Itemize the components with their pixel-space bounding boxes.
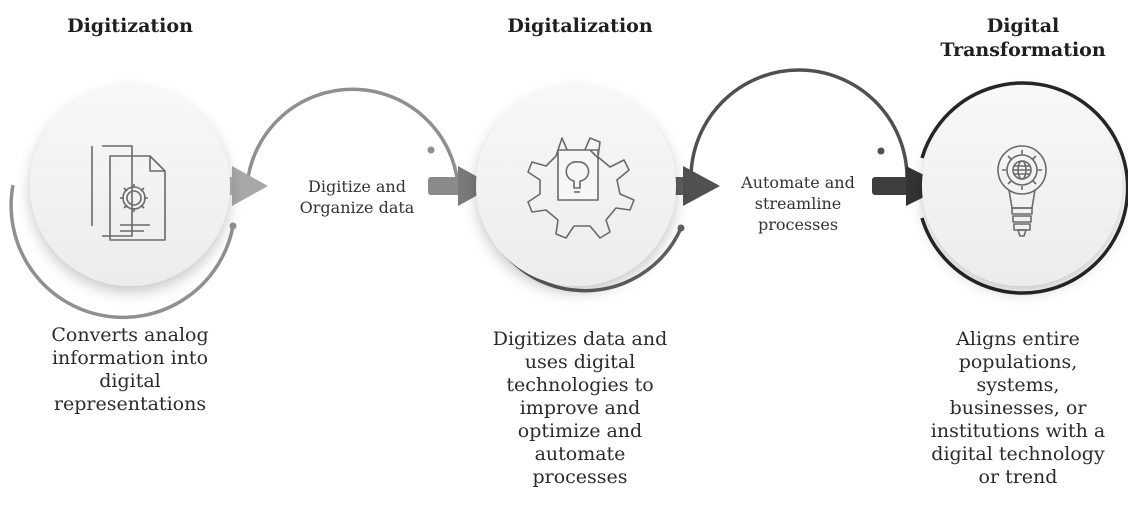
- stage-1-circle: [30, 86, 230, 286]
- connector-1-label-line-2: Organize data: [299, 198, 415, 217]
- stage-1-description: Converts analog information into digital…: [10, 324, 250, 416]
- connector-2-label-line-2: streamline: [754, 194, 842, 213]
- stage-2-arc-dot: [677, 224, 685, 232]
- stage-2-description-line: technologies to: [506, 374, 654, 396]
- stage-3-title: Digital Transformation: [920, 14, 1126, 62]
- stage-1-description-line: information into: [51, 347, 209, 369]
- connector-arc-1: [245, 87, 460, 186]
- stage-2-title: Digitalization: [480, 14, 680, 38]
- stage-3-description-line: institutions with a: [930, 420, 1106, 442]
- stage-2-description: Digitizes data and uses digital technolo…: [460, 328, 700, 489]
- stage-3-title-line-1: Digital: [986, 15, 1060, 37]
- stage-2-description-line: processes: [532, 466, 628, 488]
- stage-2-title-line: Digitalization: [507, 15, 653, 37]
- stage-1-description-line: representations: [53, 393, 207, 415]
- stage-2-description-line: uses digital: [524, 351, 636, 373]
- lightbulb-globe-gear-icon: [997, 145, 1047, 237]
- stage-3-description: Aligns entire populations, systems, busi…: [908, 328, 1128, 489]
- document-gear-icon: [91, 145, 166, 241]
- stage-1-description-line: digital: [99, 370, 161, 392]
- stage-2-description-line: improve and: [519, 397, 641, 419]
- connector-arc-2-end-dot: [877, 147, 885, 155]
- gear-document-lightbulb-icon: [527, 137, 635, 239]
- stage-3-description-line: or trend: [978, 466, 1058, 488]
- connector-arc-2: [689, 68, 909, 179]
- stage-1-arc-dot: [229, 222, 237, 230]
- stage-3-title-line-2: Transformation: [940, 39, 1106, 61]
- stage-1-title: Digitization: [40, 14, 220, 38]
- stage-3-description-line: digital technology: [931, 443, 1105, 465]
- stage-1-description-line: Converts analog: [51, 324, 209, 346]
- connector-2-label: Automate and streamline processes: [718, 172, 878, 235]
- stage-1-outer-arc: [9, 184, 235, 320]
- stage-3-description-line: populations,: [958, 351, 1078, 373]
- connector-1-label-line-1: Digitize and: [308, 177, 406, 196]
- stage-2-description-line: optimize and: [517, 420, 643, 442]
- connector-arc-1-end-dot: [427, 146, 435, 154]
- stage-3-description-line: businesses, or: [949, 397, 1087, 419]
- connector-1-label: Digitize and Organize data: [282, 176, 432, 218]
- stage-3-description-line: systems,: [976, 374, 1060, 396]
- connector-2-label-line-3: processes: [757, 215, 839, 234]
- stage-2-description-line: automate: [534, 443, 626, 465]
- stage-3-description-line: Aligns entire: [956, 328, 1080, 350]
- connector-2-label-line-1: Automate and: [741, 173, 855, 192]
- stage-2-description-line: Digitizes data and: [492, 328, 668, 350]
- stage-1-title-line: Digitization: [67, 15, 193, 37]
